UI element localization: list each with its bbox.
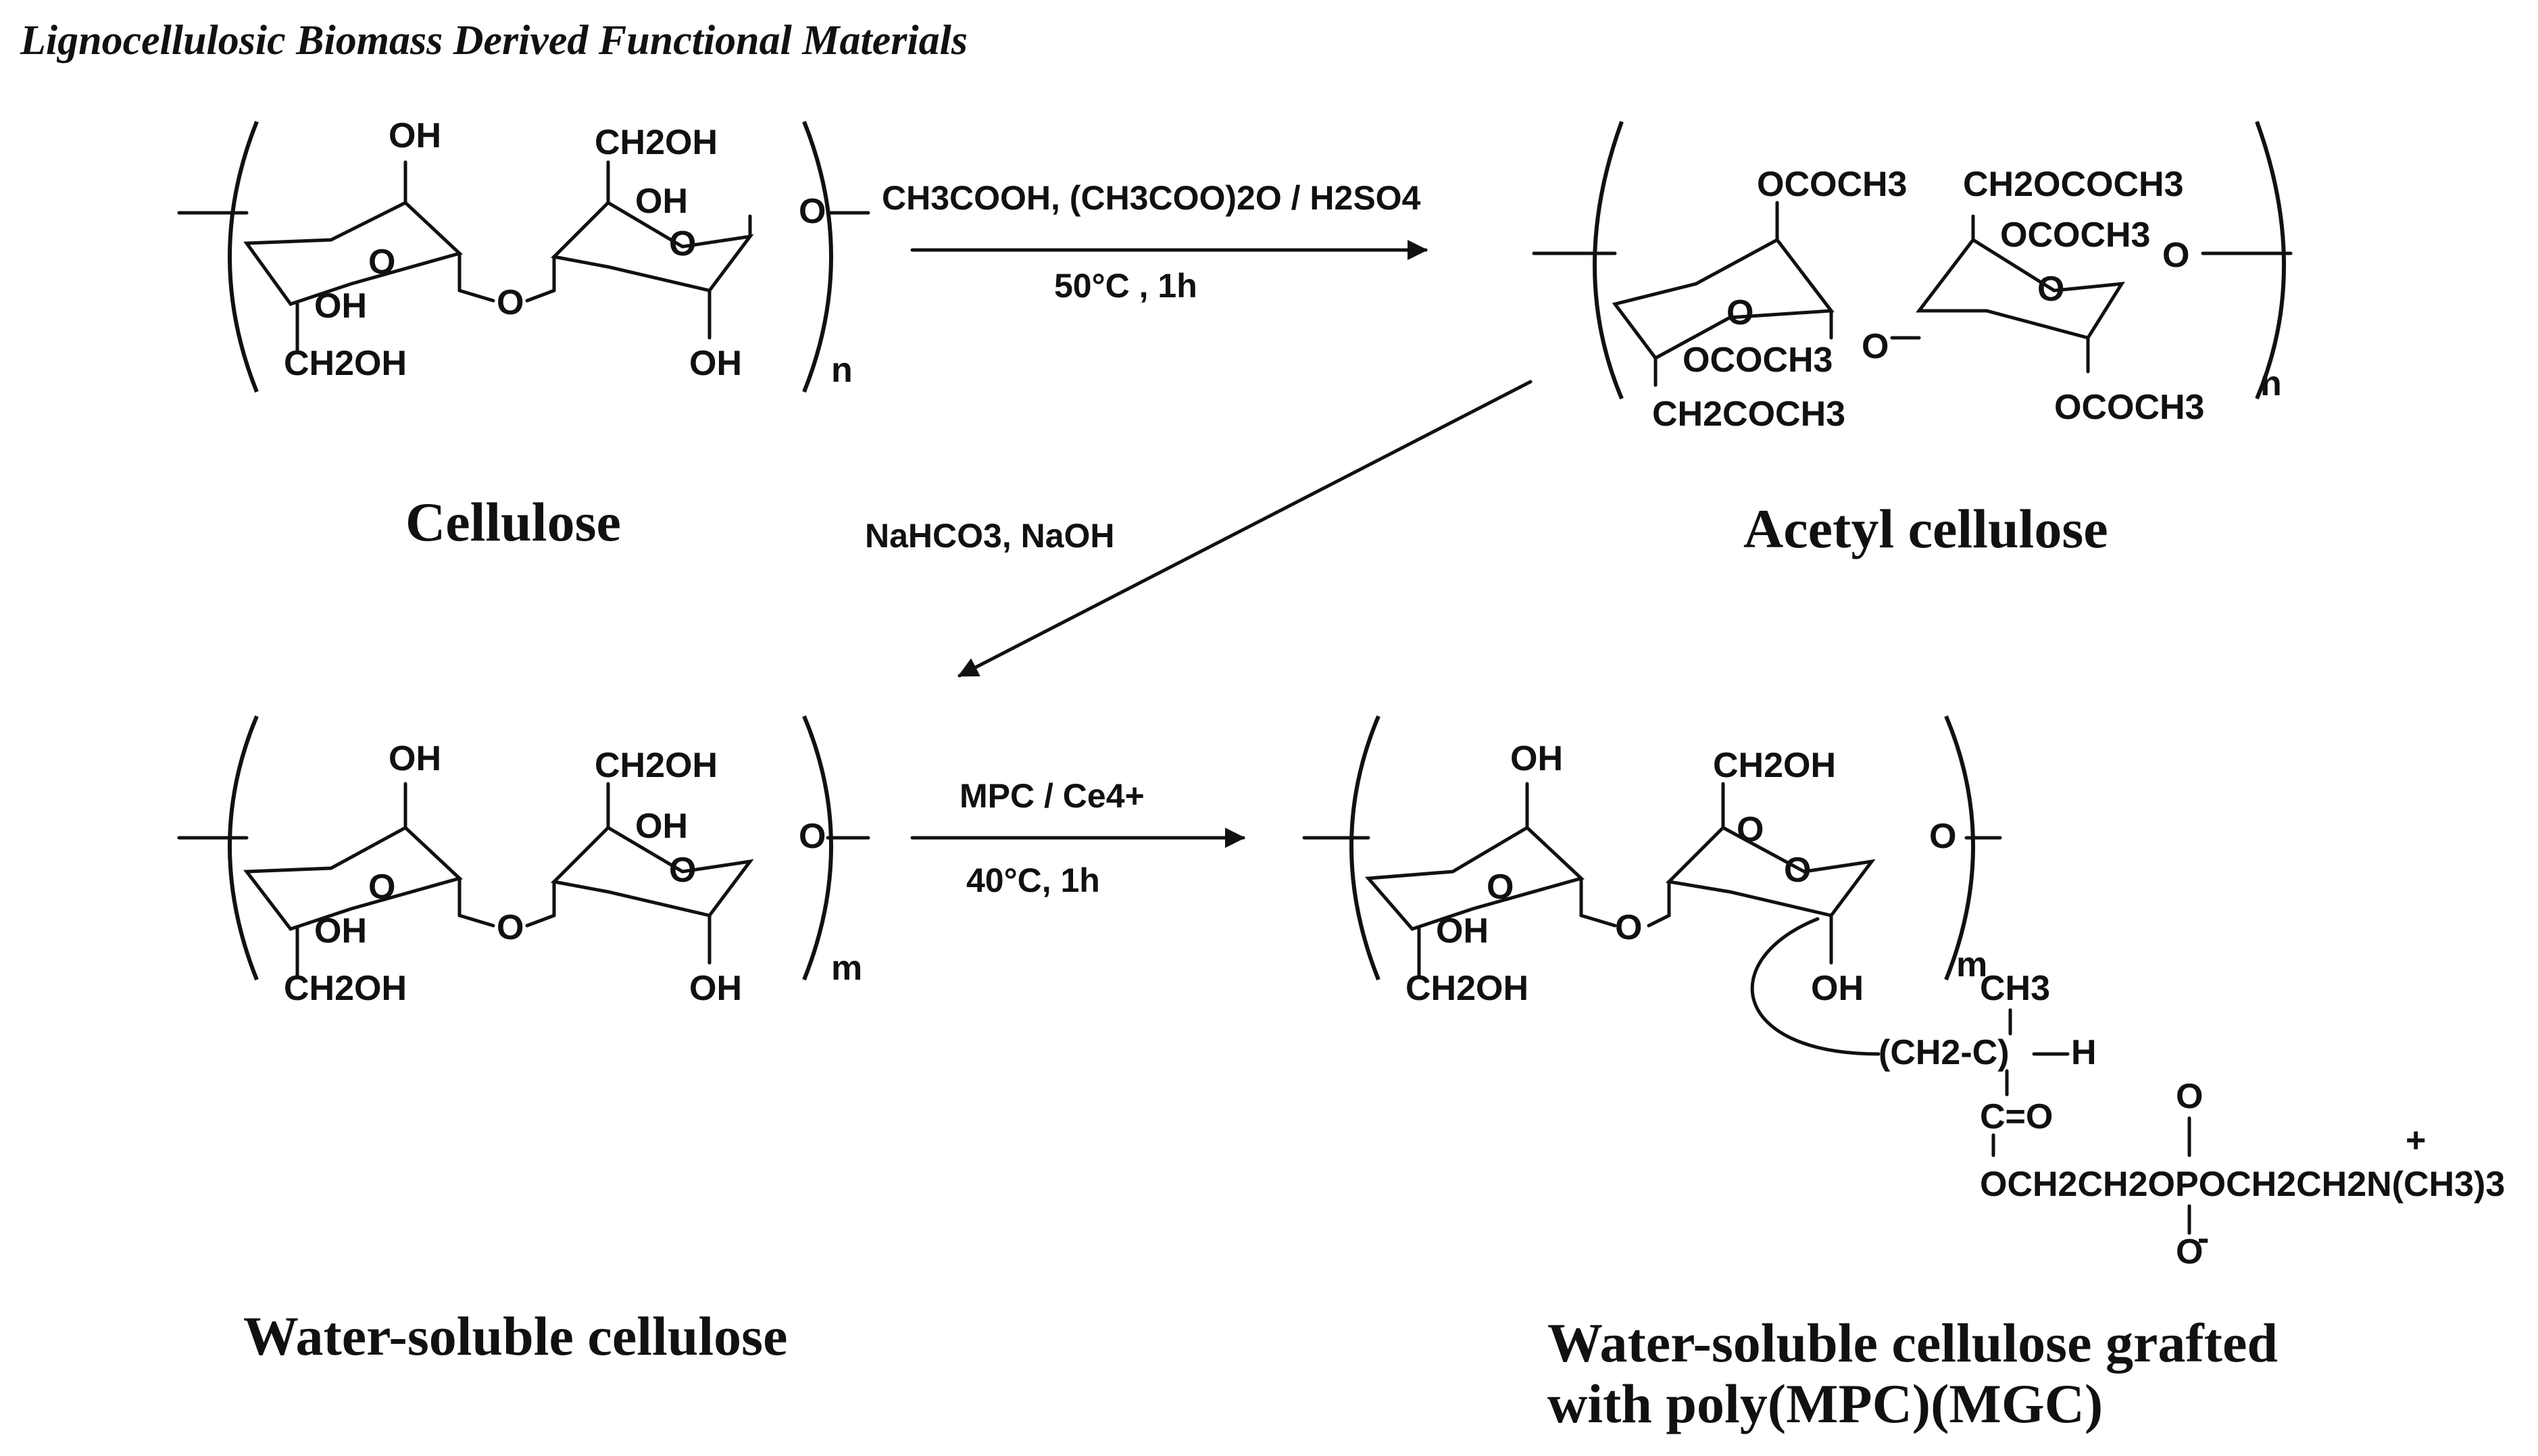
grafted-label-line1: Water-soluble cellulose grafted [1547,1312,2278,1374]
grafted-ring-o1: O [1487,868,1514,907]
side-chain-ch3: CH3 [1980,969,2050,1008]
ws-oh-mid: OH [635,807,688,846]
side-chain-h: H [2071,1033,2097,1072]
side-chain-carbonyl: C=O [1980,1097,2053,1136]
cellulose-repeat-n: n [831,351,853,390]
cellulose-ring-o1: O [368,243,395,282]
ws-ch2oh-top: CH2OH [595,746,718,785]
acetyl-group-bottom1: CH2COCH3 [1652,395,1845,434]
phosphate-bottom-o: O [2176,1232,2203,1272]
grafted-ch2oh-bottom: CH2OH [1405,969,1528,1008]
acetyl-group-top1: OCOCH3 [1757,165,1907,204]
cellulose-oh-left: OH [314,286,367,326]
ws-end-o: O [799,817,826,856]
acetyl-group-bottom2: OCOCH3 [2054,388,2204,427]
side-chain-ester: OCH2CH2OPOCH2CH2N(CH3)3 [1980,1165,2505,1204]
water-soluble-label: Water-soluble cellulose [243,1305,787,1367]
step1-conditions: 50°C , 1h [1054,267,1197,305]
ws-ring-o1: O [368,868,395,907]
grafted-ring-o2: O [1784,851,1811,890]
grafted-ring-o3: O [1737,810,1764,849]
ws-repeat-m: m [831,949,862,988]
grafted-oh-top: OH [1510,739,1563,778]
acetyl-bridge-o: O [1862,327,1889,366]
grafted-cellulose-structure: OH CH2OH O O O O O OH CH2OH OH m CH3 (CH… [1302,715,2505,1272]
acetyl-cellulose-label: Acetyl cellulose [1743,498,2108,559]
phosphate-charge: - [2197,1219,2209,1258]
acetyl-group-left: OCOCH3 [1683,341,1833,380]
acetyl-group-top3: OCOCH3 [2000,216,2150,255]
step2-reagents: NaHCO3, NaOH [865,517,1115,555]
arrow-step2 [957,380,1533,678]
acetyl-end-o: O [2162,236,2189,275]
water-soluble-cellulose-structure: OH CH2OH OH O O O O OH CH2OH OH m [177,715,870,1008]
ws-ch2oh-bottom: CH2OH [284,969,407,1008]
cellulose-ring-o2: O [669,224,696,263]
acetyl-cellulose-structure: OCOCH3 CH2OCOCH3 OCOCH3 O O O O OCOCH3 C… [1532,120,2293,434]
step1-reagents: CH3COOH, (CH3COO)2O / H2SO4 [882,179,1421,217]
ws-oh-top: OH [389,739,441,778]
side-chain-backbone: (CH2-C) [1878,1033,2010,1072]
ws-ring-o2: O [669,851,696,890]
grafted-bridge-o: O [1615,908,1642,947]
grafted-end-o: O [1929,817,1956,856]
grafted-ch2oh-top: CH2OH [1713,746,1836,785]
cellulose-ch2oh-bottom: CH2OH [284,344,407,383]
step3-reagents: MPC / Ce4+ [960,777,1145,815]
ws-oh-bottom: OH [689,969,742,1008]
cellulose-ch2oh-top: CH2OH [595,123,718,162]
ammonium-charge: + [2406,1121,2426,1160]
phosphate-top-o: O [2176,1077,2203,1116]
cellulose-bridge-o: O [497,283,524,322]
cellulose-end-o: O [799,192,826,231]
cellulose-structure: OH CH2OH OH O O O O OH CH2OH OH n [177,116,870,393]
acetyl-ring-o1: O [1726,293,1753,332]
cellulose-oh-top: OH [389,116,441,155]
acetyl-ring-o2: O [2037,270,2064,309]
grafted-oh-bottom: OH [1811,969,1864,1008]
grafted-label-line2: with poly(MPC)(MGC) [1547,1373,2103,1434]
step3-conditions: 40°C, 1h [966,861,1100,899]
ws-bridge-o: O [497,908,524,947]
ws-oh-left: OH [314,911,367,951]
page-header: Lignocellulosic Biomass Derived Function… [20,18,968,64]
cellulose-oh-bottom: OH [689,344,742,383]
grafted-repeat-m: m [1956,945,1987,984]
acetyl-group-top2: CH2OCOCH3 [1963,165,2184,204]
grafted-oh-left: OH [1436,911,1489,951]
acetyl-repeat-n: n [2260,364,2282,403]
cellulose-label: Cellulose [405,491,621,553]
cellulose-oh-mid: OH [635,182,688,221]
